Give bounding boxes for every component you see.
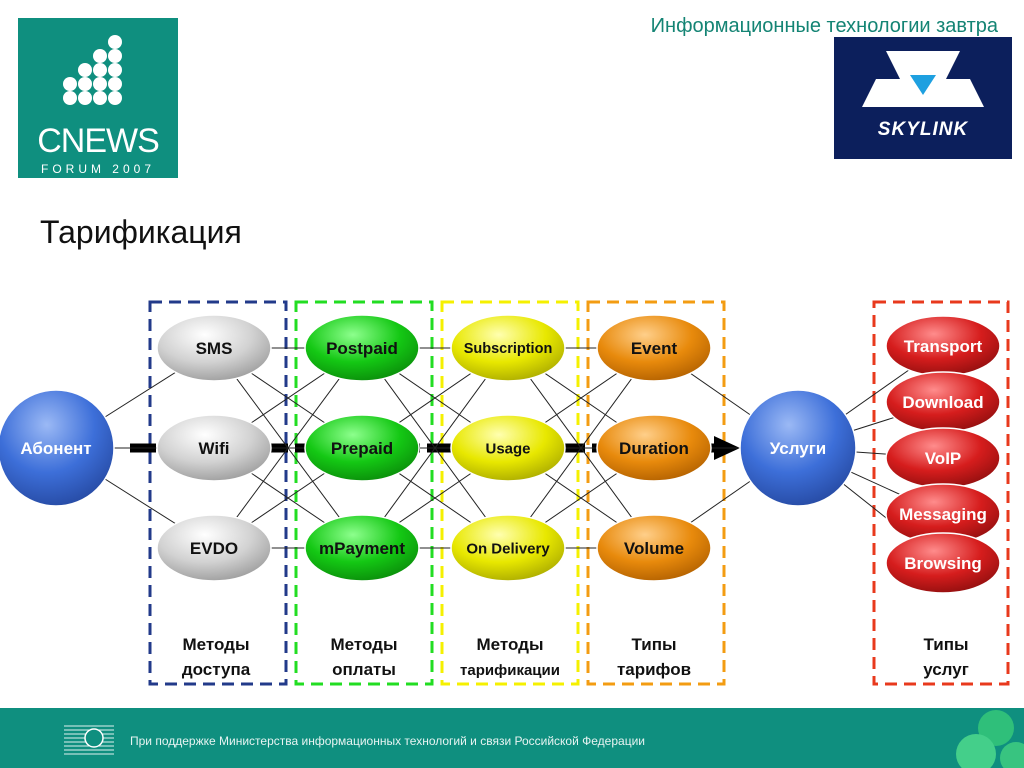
node-subscription-label: Subscription bbox=[464, 341, 553, 357]
node-prepaid: Prepaid bbox=[304, 414, 420, 482]
node-usage: Usage bbox=[450, 414, 566, 482]
footer-decor-circles bbox=[956, 710, 1024, 768]
services-node: Услуги bbox=[739, 389, 857, 507]
node-evdo: EVDO bbox=[156, 514, 272, 582]
services-node-shape bbox=[739, 389, 857, 507]
connector-line bbox=[213, 347, 363, 549]
node-browsing-shape bbox=[885, 532, 1001, 594]
node-download-label: Download bbox=[902, 393, 983, 412]
cnews-logo-sub: FORUM 2007 bbox=[40, 162, 156, 176]
node-prepaid-label: Prepaid bbox=[331, 439, 393, 458]
connector-line bbox=[361, 347, 509, 549]
subscriber-node-label: Абонент bbox=[20, 439, 91, 458]
node-duration-shape bbox=[596, 414, 712, 482]
node-messaging-label: Messaging bbox=[899, 505, 987, 524]
node-usage-label: Usage bbox=[485, 440, 530, 457]
connector-line bbox=[507, 347, 655, 549]
node-download: Download bbox=[885, 371, 1001, 433]
node-transport: Transport bbox=[885, 315, 1001, 377]
footer-bar: При поддержке Министерства информационны… bbox=[0, 708, 1024, 768]
node-wifi-shape bbox=[156, 414, 272, 482]
subscriber-node: Абонент bbox=[0, 389, 115, 507]
skylink-logo-word: SKYLINK bbox=[877, 119, 969, 140]
node-mpayment-label: mPayment bbox=[319, 539, 405, 558]
header-tagline: Информационные технологии завтра bbox=[650, 15, 998, 37]
node-event-label: Event bbox=[631, 339, 678, 358]
node-mpayment: mPayment bbox=[304, 514, 420, 582]
node-transport-label: Transport bbox=[904, 337, 983, 356]
node-postpaid-shape bbox=[304, 314, 420, 382]
node-voip-label: VoIP bbox=[925, 449, 962, 468]
skylink-logo: SKYLINK bbox=[834, 37, 1012, 159]
node-sms-shape bbox=[156, 314, 272, 382]
service-types-group-box bbox=[872, 300, 1010, 686]
node-evdo-label: EVDO bbox=[190, 539, 238, 558]
node-volume-shape bbox=[596, 514, 712, 582]
cnews-logo-word: CNEWS bbox=[37, 122, 160, 160]
ministry-emblem-icon bbox=[64, 725, 114, 755]
node-voip: VoIP bbox=[885, 427, 1001, 489]
node-sms-label: SMS bbox=[196, 339, 233, 358]
node-postpaid-label: Postpaid bbox=[326, 339, 398, 358]
footer-text: При поддержке Министерства информационны… bbox=[130, 734, 645, 748]
node-duration-label: Duration bbox=[619, 439, 689, 458]
node-subscription: Subscription bbox=[450, 314, 566, 382]
cnews-forum-logo: CNEWS FORUM 2007 bbox=[18, 18, 178, 178]
node-postpaid: Postpaid bbox=[304, 314, 420, 382]
node-on-delivery-label: On Delivery bbox=[466, 540, 550, 557]
node-browsing: Browsing bbox=[885, 532, 1001, 594]
access-group-box bbox=[148, 300, 288, 686]
node-prepaid-shape bbox=[304, 414, 420, 482]
node-volume-label: Volume bbox=[624, 539, 684, 558]
node-on-delivery: On Delivery bbox=[450, 514, 566, 582]
node-duration: Duration bbox=[596, 414, 712, 482]
skylink-emblem-icon bbox=[862, 51, 984, 107]
slide-title: Тарификация bbox=[40, 214, 242, 250]
node-volume: Volume bbox=[596, 514, 712, 582]
node-usage-shape bbox=[450, 414, 566, 482]
node-event: Event bbox=[596, 314, 712, 382]
node-subscription-shape bbox=[450, 314, 566, 382]
node-messaging: Messaging bbox=[885, 483, 1001, 545]
node-event-shape bbox=[596, 314, 712, 382]
services-node-label: Услуги bbox=[770, 439, 827, 458]
node-wifi-label: Wifi bbox=[198, 439, 229, 458]
node-sms: SMS bbox=[156, 314, 272, 382]
node-evdo-shape bbox=[156, 514, 272, 582]
dots-logo-icon bbox=[63, 35, 122, 105]
node-browsing-label: Browsing bbox=[904, 554, 981, 573]
node-on-delivery-shape bbox=[450, 514, 566, 582]
node-wifi: Wifi bbox=[156, 414, 272, 482]
subscriber-node-shape bbox=[0, 389, 115, 507]
node-mpayment-shape bbox=[304, 514, 420, 582]
